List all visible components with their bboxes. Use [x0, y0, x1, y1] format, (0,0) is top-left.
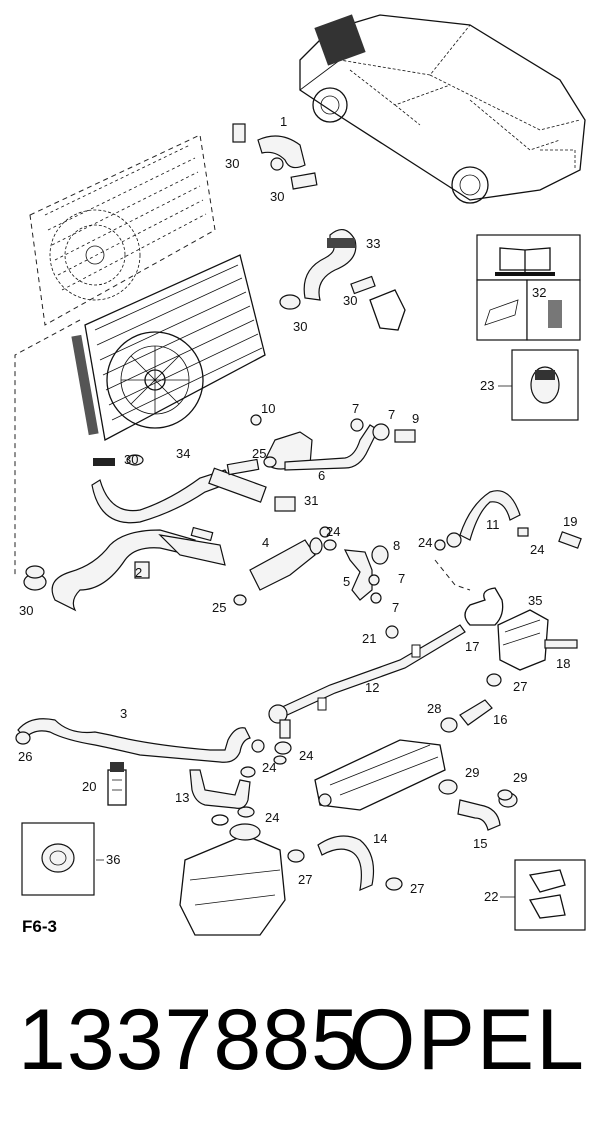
connector-line-right — [434, 559, 471, 591]
callout-30e: 30 — [124, 452, 138, 467]
clamp-box-23 — [511, 349, 579, 421]
radiator-upper — [29, 134, 216, 326]
callout-12: 12 — [365, 680, 379, 695]
callout-27b: 27 — [298, 872, 312, 887]
callout-3: 3 — [120, 706, 127, 721]
callout-16: 16 — [493, 712, 507, 727]
thermostat-housing-35 — [464, 587, 578, 687]
callout-22: 22 — [484, 889, 498, 904]
callout-14: 14 — [373, 831, 387, 846]
callout-36: 36 — [106, 852, 120, 867]
callout-7a: 7 — [352, 401, 359, 416]
callout-18: 18 — [556, 656, 570, 671]
part-6 — [250, 414, 416, 471]
hose-15 — [438, 779, 518, 831]
callout-27a: 27 — [513, 679, 527, 694]
hose-34 — [91, 458, 296, 524]
callout-15: 15 — [473, 836, 487, 851]
callout-6: 6 — [318, 468, 325, 483]
callout-25b: 25 — [212, 600, 226, 615]
hose-1 — [232, 123, 318, 190]
small-fasteners — [25, 157, 513, 801]
callout-24c: 24 — [530, 542, 544, 557]
part-4 — [233, 537, 323, 606]
callout-4: 4 — [262, 535, 269, 550]
callout-29a: 29 — [465, 765, 479, 780]
callout-2: 2 — [135, 565, 142, 580]
leader-lines — [96, 385, 515, 898]
hose-16 — [440, 699, 493, 733]
car-illustration — [299, 14, 586, 204]
callout-13: 13 — [175, 790, 189, 805]
callout-9: 9 — [412, 411, 419, 426]
callout-11: 11 — [486, 517, 500, 532]
callout-30c: 30 — [343, 293, 357, 308]
callout-17: 17 — [465, 639, 479, 654]
callout-29b: 29 — [513, 770, 527, 785]
hose-14 — [287, 835, 403, 891]
callout-24a: 24 — [326, 524, 340, 539]
callout-24b: 24 — [418, 535, 432, 550]
callout-19: 19 — [563, 514, 577, 529]
callout-20: 20 — [82, 779, 96, 794]
coolant-reservoir — [179, 814, 286, 936]
hose-3 — [15, 718, 292, 763]
clip-box-22 — [514, 859, 586, 931]
callout-labels: 1 2 3 4 5 6 7 7 7 7 8 9 10 11 12 13 14 1… — [18, 114, 577, 904]
radiator-lower — [71, 254, 266, 441]
coolant-hose-diagram: 1 2 3 4 5 6 7 7 7 7 8 9 10 11 12 13 14 1… — [14, 14, 586, 936]
callout-5: 5 — [343, 574, 350, 589]
bracket-20 — [107, 762, 127, 806]
callout-24d: 24 — [262, 760, 276, 775]
part-number: 1337885 — [18, 992, 360, 1088]
callout-30f: 30 — [19, 603, 33, 618]
connector-line-left — [14, 319, 81, 575]
hose-2 — [23, 526, 226, 612]
brand-name: OPEL — [348, 992, 586, 1088]
callout-23: 23 — [480, 378, 494, 393]
heat-exchanger — [314, 739, 446, 811]
callout-21: 21 — [362, 631, 376, 646]
callout-7b: 7 — [388, 407, 395, 422]
engine-hood-area — [314, 14, 366, 66]
callout-8: 8 — [393, 538, 400, 553]
callout-33: 33 — [366, 236, 380, 251]
callout-7d: 7 — [392, 600, 399, 615]
callout-10: 10 — [261, 401, 275, 416]
pipe-12 — [268, 624, 466, 739]
callout-24e: 24 — [299, 748, 313, 763]
part-5-8 — [323, 539, 389, 604]
hose-13 — [189, 766, 256, 818]
callout-24f: 24 — [265, 810, 279, 825]
callout-26: 26 — [18, 749, 32, 764]
callout-7c: 7 — [398, 571, 405, 586]
hose-11 — [446, 490, 582, 549]
callout-27c: 27 — [410, 881, 424, 896]
clamp-box-36 — [21, 822, 95, 896]
callout-28: 28 — [427, 701, 441, 716]
callout-35: 35 — [528, 593, 542, 608]
manual-box — [476, 234, 581, 341]
callout-32: 32 — [532, 285, 546, 300]
footer: 1337885 OPEL — [0, 990, 600, 1100]
callout-34: 34 — [176, 446, 190, 461]
callout-30b: 30 — [270, 189, 284, 204]
hose-33 — [279, 229, 406, 331]
callout-30d: 30 — [293, 319, 307, 334]
figure-code: F6-3 — [22, 917, 57, 936]
callout-25a: 25 — [252, 446, 266, 461]
callout-30a: 30 — [225, 156, 239, 171]
callout-31: 31 — [304, 493, 318, 508]
callout-1: 1 — [280, 114, 287, 129]
